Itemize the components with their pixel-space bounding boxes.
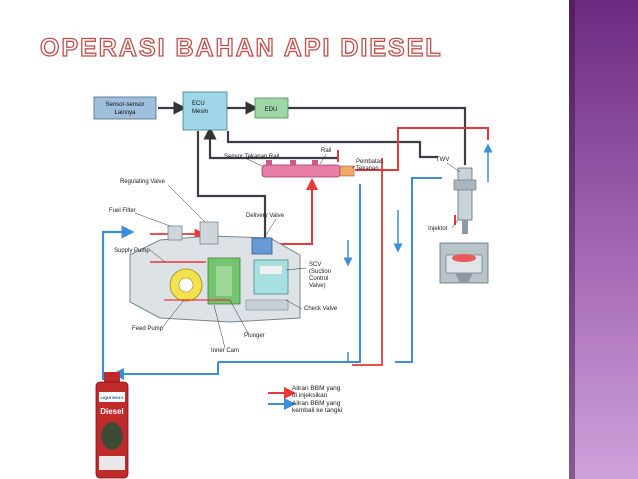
rail-label: Rail [321,148,331,154]
regulating-valve-label: Regulating Valve [120,179,166,185]
delivery-valve-label: Delivery Valve [246,213,285,219]
pressure-limiter-label-2: Tekanan [356,166,379,172]
scv-label-4: Valve) [309,283,326,289]
diesel-bottle-icon: LIQUI MOLY Diesel [95,372,129,479]
fuel-pump-icon [129,221,301,323]
edu-label: EDU [265,107,278,113]
supply-pump-label: Supply Pump [114,248,150,254]
slide-title: OPERASI BAHAN API DIESEL [39,34,443,62]
plunger-label: Plunger [244,333,265,339]
sensor-others-label-1: Sensor-sensor [105,102,144,108]
legend: Aliran BBM yang di injeksikan Aliran BBM… [292,385,342,414]
bottle-product-text: Diesel [100,407,124,416]
common-rail: Sensor Tekanan Rail Rail Pembatas Tekana… [224,148,383,178]
injector-label: Injektor [428,226,448,232]
check-valve-label: Check Valve [304,306,338,312]
feed-pump-label: Feed Pump [132,326,164,332]
sensor-others-block: Sensor-sensor Lainnya [93,96,157,120]
ecu-label: ECU [192,101,205,107]
scv-label-2: (Suction [309,269,331,275]
scv-label-3: Control [309,276,328,282]
legend-returned-line-2: kembali ke tangki [292,407,342,414]
control-wiring [158,101,467,238]
bottle-brand-text: LIQUI MOLY [101,395,124,400]
return-flow-lines [101,143,493,410]
decorative-sidebar [569,0,638,479]
legend-injected-line-1: Aliran BBM yang [292,385,341,392]
injector-icon: TWV Injektor [428,157,477,234]
ecu-label-2: Mesin [192,109,208,115]
pressure-limiter-label-1: Pembatas [356,159,383,165]
legend-returned-line-1: Aliran BBM yang [292,400,341,407]
sensor-others-label-2: Lainnya [114,110,136,116]
legend-injected-line-2: di injeksikan [292,392,328,399]
fuel-filter-label: Fuel Filter [109,208,136,214]
scv-label-1: SCV [309,262,321,268]
inner-cam-label: Inner Cam [211,348,239,354]
cylinder-piston-icon [439,242,489,284]
twv-label: TWV [436,157,449,163]
ecu-block: ECU Mesin [182,91,228,131]
fuel-system-diagram: Sensor-sensor Lainnya ECU Mesin EDU Sens… [93,91,493,479]
edu-block: EDU [254,97,289,119]
rail-pressure-sensor-label: Sensor Tekanan Rail [224,154,279,160]
label-leader-lines [134,153,461,349]
